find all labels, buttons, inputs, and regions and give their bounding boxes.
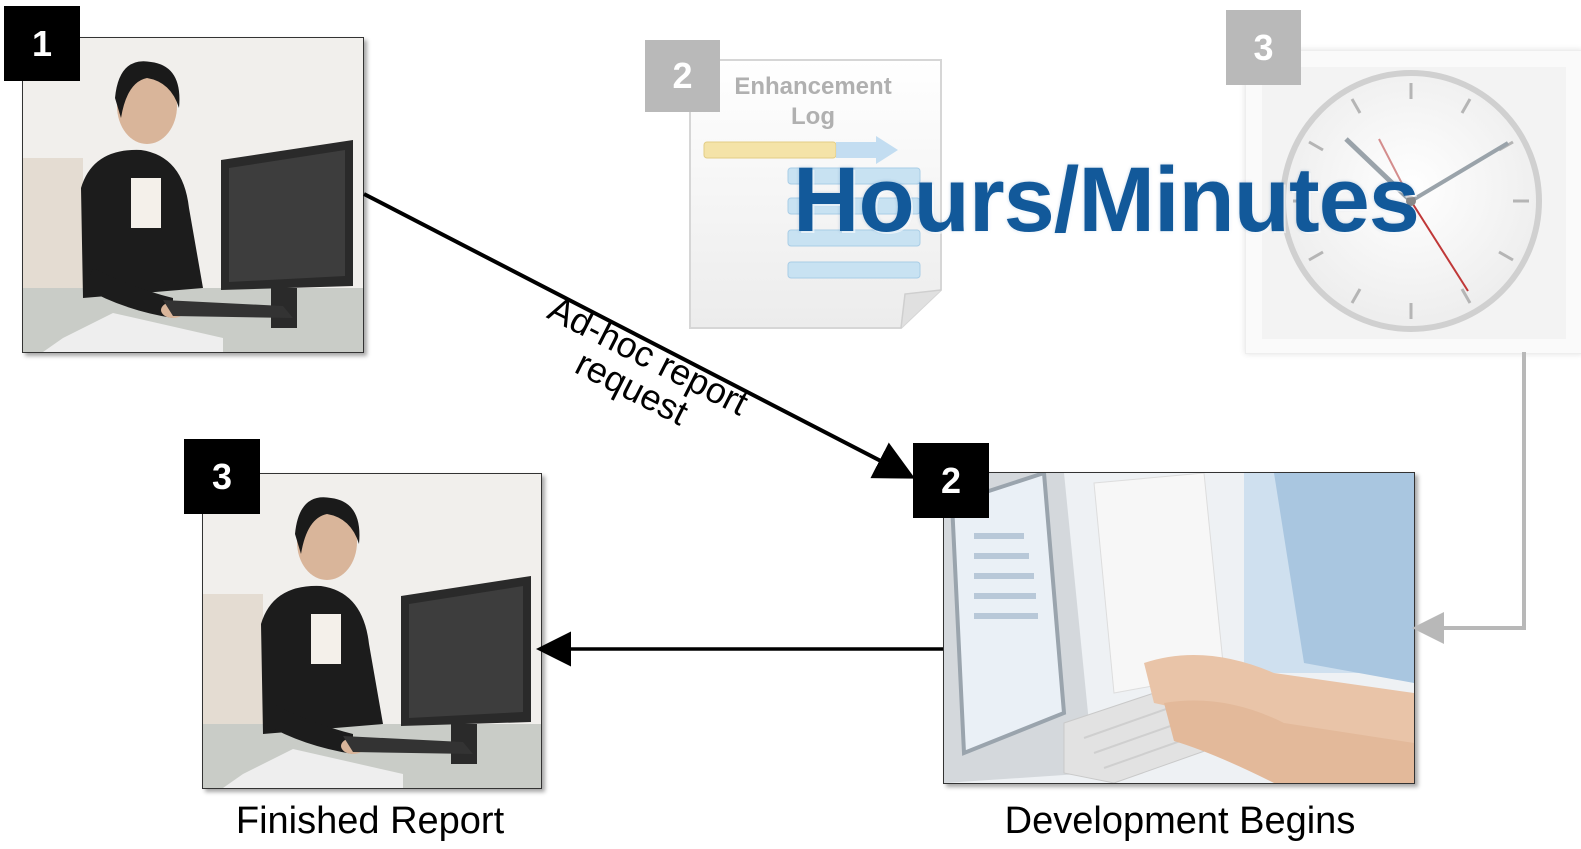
finished-report-caption: Finished Report [235,800,505,842]
development-photo [943,472,1415,784]
step-1-badge: 1 [4,6,80,81]
woman-at-computer-image [23,38,363,352]
hours-minutes-text: Hours/Minutes [793,149,1420,251]
enhancement-log-title: Enhancement Log [734,73,892,130]
hands-typing-image [944,473,1414,783]
clock-icon [1262,67,1566,339]
clock-panel [1245,50,1581,354]
woman-at-computer-image [203,474,541,788]
clock-to-development-connector [1412,352,1526,644]
finished-report-photo [202,473,542,789]
step-3-badge: 3 [184,439,260,514]
step-2-badge: 2 [913,443,989,518]
development-begins-caption: Development Begins [1004,800,1356,842]
clock-step-badge: 3 [1226,10,1301,85]
requester-photo [22,37,364,353]
log-step-badge: 2 [645,40,720,112]
